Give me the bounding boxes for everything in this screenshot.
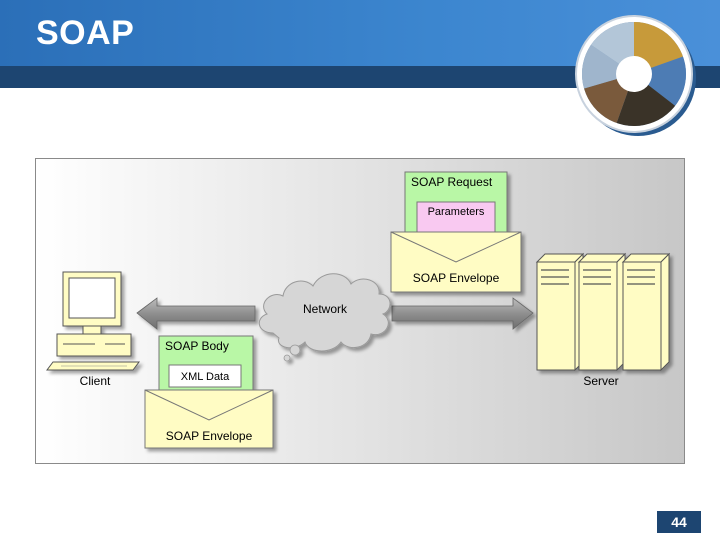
slide-title: SOAP: [36, 14, 135, 52]
soap-body-label: SOAP Body: [165, 339, 229, 353]
client-label: Client: [80, 374, 111, 388]
soap-body-panel: [144, 335, 274, 449]
header-stripe: [0, 66, 720, 88]
request-arrow: [391, 297, 534, 330]
xml-data-label: XML Data: [181, 371, 230, 383]
page-number: 44: [657, 511, 701, 533]
server-rack-icon: [535, 252, 671, 372]
request-envelope-label: SOAP Envelope: [413, 271, 500, 285]
server-label: Server: [583, 374, 618, 388]
request-envelope-icon: [390, 231, 522, 293]
soap-architecture-diagram: Network Client: [35, 158, 685, 464]
logo-emblem-icon: [575, 15, 696, 136]
response-envelope-icon: [144, 389, 274, 449]
network-label: Network: [303, 302, 348, 316]
client-computer-icon: [46, 271, 140, 371]
parameters-label: Parameters: [428, 206, 485, 218]
soap-request-panel: [390, 171, 522, 293]
response-arrow: [136, 297, 256, 330]
soap-request-title: SOAP Request: [411, 175, 493, 189]
network-cloud: [258, 273, 391, 362]
response-envelope-label: SOAP Envelope: [166, 429, 253, 443]
